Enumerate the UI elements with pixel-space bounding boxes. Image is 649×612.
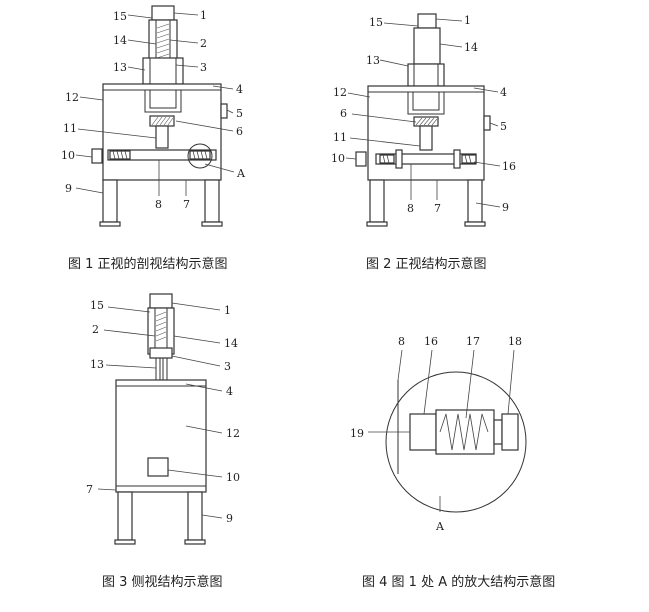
figure-1-front-section: 15 1 14 2 13 3 4 12 5 11 6 10 A 9 8 7 图 … [61,5,246,272]
fig4-label-19: 19 [350,427,364,440]
fig1-label-12: 12 [65,91,79,104]
fig1-label-6: 6 [236,125,243,138]
fig2-label-12: 12 [333,86,347,99]
fig3-label-7: 7 [86,483,93,496]
figure-4-detail-A: 8 16 17 18 19 A 图 4 图 1 处 A 的放大结构示意图 [350,335,555,590]
fig2-label-9: 9 [502,201,509,214]
fig2-label-11: 11 [333,131,347,144]
fig2-label-1: 1 [464,14,471,27]
fig1-label-3: 3 [200,61,207,74]
fig1-label-8: 8 [155,198,162,211]
fig4-label-8: 8 [398,335,405,348]
fig2-caption: 图 2 正视结构示意图 [366,256,487,272]
fig3-label-2: 2 [92,323,99,336]
fig1-label-13: 13 [113,61,127,74]
fig2-label-10: 10 [331,152,345,165]
fig2-label-13: 13 [366,54,380,67]
figure-3-side-view: 15 1 2 14 13 3 4 12 10 7 9 图 3 侧视结构示意图 [86,293,240,590]
fig3-label-3: 3 [224,360,231,373]
fig2-label-15: 15 [369,16,383,29]
fig1-label-15: 15 [113,10,127,23]
fig4-label-A: A [435,520,445,533]
fig1-caption: 图 1 正视的剖视结构示意图 [68,256,228,272]
fig3-label-9: 9 [226,512,233,525]
fig4-label-16: 16 [424,335,438,348]
fig3-label-14: 14 [224,337,238,350]
fig2-label-14: 14 [464,41,478,54]
fig2-label-5: 5 [500,120,507,133]
fig1-label-5: 5 [236,107,243,120]
fig1-label-11: 11 [63,122,77,135]
fig4-label-18: 18 [508,335,522,348]
fig1-label-9: 9 [65,182,72,195]
fig1-label-7: 7 [183,198,190,211]
fig1-label-4: 4 [236,83,243,96]
fig3-label-12: 12 [226,427,240,440]
fig1-label-1: 1 [200,9,207,22]
fig4-label-17: 17 [466,335,480,348]
fig4-caption: 图 4 图 1 处 A 的放大结构示意图 [362,574,555,590]
figure-2-front-view: 15 1 14 13 4 12 6 5 11 10 16 8 7 9 图 2 正… [331,13,516,272]
fig3-label-10: 10 [226,471,240,484]
fig3-label-15: 15 [90,299,104,312]
fig1-label-14: 14 [113,34,127,47]
fig2-label-8: 8 [407,202,414,215]
fig2-label-4: 4 [500,86,507,99]
fig3-label-13: 13 [90,358,104,371]
fig1-label-2: 2 [200,37,207,50]
fig2-label-16: 16 [502,160,516,173]
fig1-label-10: 10 [61,149,75,162]
fig3-caption: 图 3 侧视结构示意图 [102,574,223,590]
fig2-label-7: 7 [434,202,441,215]
fig3-label-1: 1 [224,304,231,317]
fig1-label-A: A [236,167,246,180]
fig2-label-6: 6 [340,107,347,120]
fig3-label-4: 4 [226,385,233,398]
